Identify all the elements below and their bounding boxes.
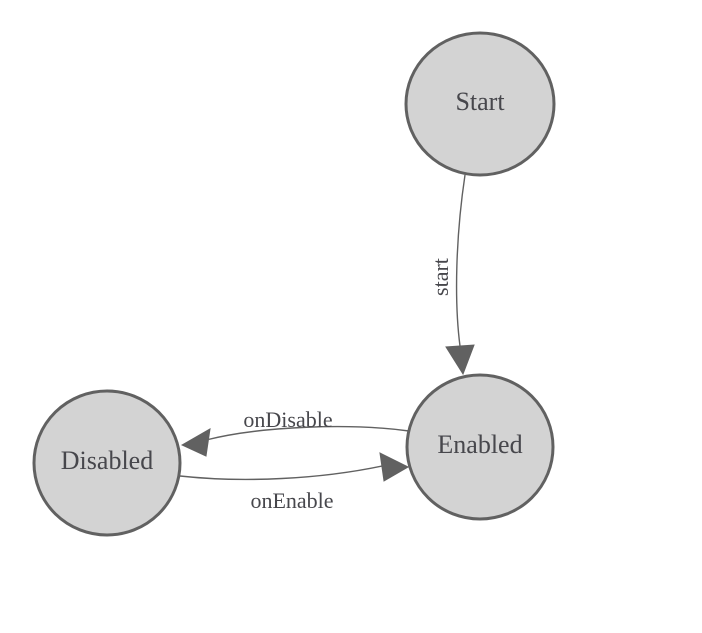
node-disabled: Disabled	[32, 389, 182, 537]
edge-label-onenable: onEnable	[250, 488, 333, 513]
node-disabled-circle	[32, 389, 182, 537]
edge-enabled-to-disabled: onDisable	[180, 407, 410, 457]
node-start-circle	[404, 31, 556, 177]
edge-label-start: start	[428, 258, 453, 296]
edge-label-ondisable: onDisable	[243, 407, 332, 432]
edge-start-to-enabled: start	[428, 174, 475, 376]
arrowhead-into-disabled-icon	[180, 428, 211, 457]
edge-onenable-line	[179, 465, 383, 481]
node-enabled-circle	[405, 373, 555, 521]
arrowhead-into-enabled-icon	[445, 344, 475, 376]
node-enabled-label: Enabled	[437, 430, 522, 459]
node-start-label: Start	[455, 87, 505, 116]
arrowhead-into-enabled-left-icon	[379, 452, 410, 482]
node-disabled-label: Disabled	[61, 446, 153, 475]
edge-start-line	[455, 174, 466, 347]
edge-disabled-to-enabled: onEnable	[179, 452, 410, 513]
edge-ondisable-line	[205, 425, 410, 441]
node-start: Start	[404, 31, 556, 177]
node-enabled: Enabled	[405, 373, 555, 521]
